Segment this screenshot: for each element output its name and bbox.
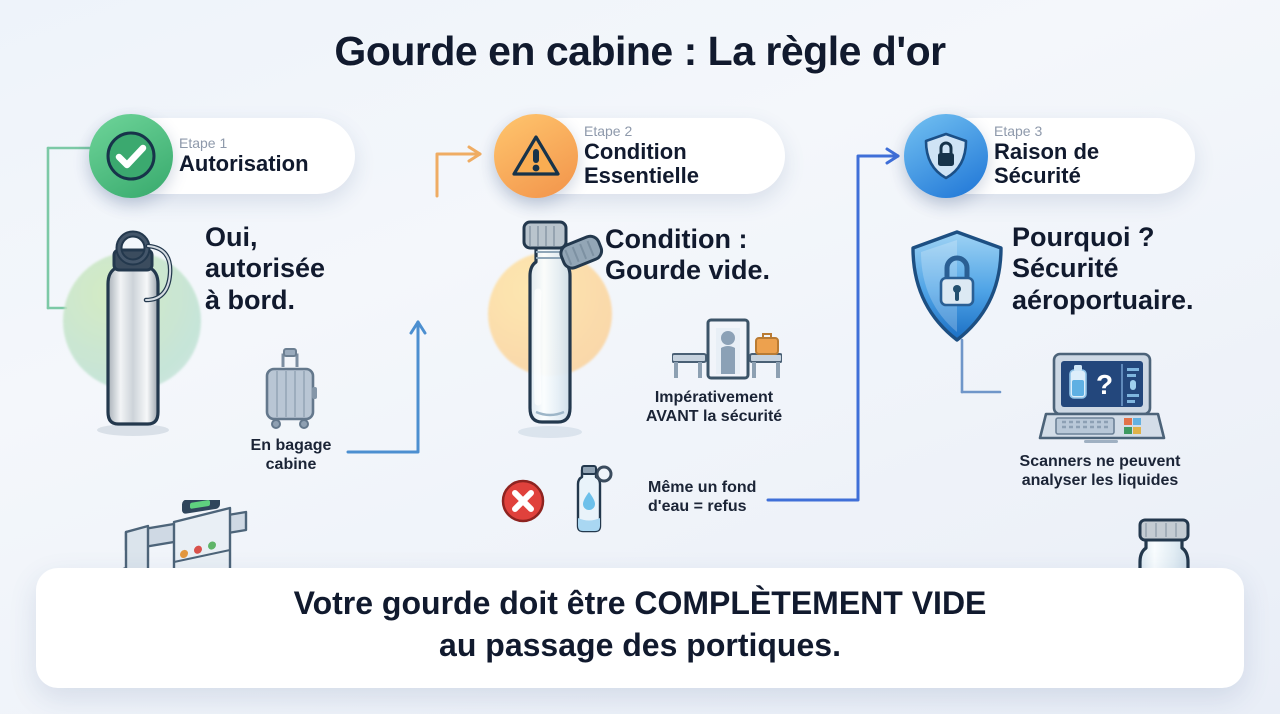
step-3-name-line2: Sécurité — [994, 163, 1081, 189]
step-2-name: Condition Essentielle — [584, 140, 699, 188]
step-1-headline: Oui, autorisée à bord. — [205, 222, 325, 316]
step-3-name-line1: Raison de — [994, 139, 1100, 165]
step-3-headline: Pourquoi ? Sécurité aéroportuaire. — [1012, 222, 1194, 316]
step-2-headline-line2: Gourde vide. — [605, 255, 771, 286]
step-2-caption2-line2: d'eau = refus — [648, 498, 747, 516]
step-1-caption-line1: En bagage — [250, 437, 332, 454]
step-3-caption-line2: analyser les liquides — [1021, 472, 1179, 490]
svg-text:?: ? — [1096, 369, 1113, 400]
check-circle-icon — [89, 114, 173, 198]
bottle-with-water-drop-icon — [576, 465, 613, 533]
step-card-2[interactable]: Etape 2 Condition Essentielle — [494, 114, 785, 198]
step-2-caption: Impérativement AVANT la sécurité — [604, 388, 824, 426]
step-3-caption-line1: Scanners ne peuvent — [1019, 453, 1181, 470]
page-title: Gourde en cabine : La règle d'or — [334, 28, 946, 74]
red-x-icon — [501, 479, 545, 523]
shield-lock-icon — [904, 114, 988, 198]
step-2-caption-line2: AVANT la sécurité — [645, 408, 783, 426]
step-card-2-text: Etape 2 Condition Essentielle — [584, 124, 699, 188]
step-2-caption-line1: Impérativement — [654, 389, 774, 406]
security-gate-icon — [672, 318, 782, 380]
step-2-caption-secondary: Même un fond d'eau = refus — [648, 478, 828, 516]
empty-glass-bottle-icon — [518, 220, 604, 438]
step-3-headline-line1: Pourquoi ? — [1012, 222, 1155, 252]
step-3-headline-line2: Sécurité — [1012, 253, 1119, 284]
bottom-banner — [36, 568, 1244, 688]
step-2-headline-line1: Condition : — [605, 224, 748, 254]
metal-water-bottle-icon — [97, 230, 173, 436]
banner-highlight: COMPLÈTEMENT VIDE — [632, 582, 989, 626]
bottom-banner-text: Votre gourde doit être COMPLÈTEMENT VIDE… — [36, 582, 1244, 666]
banner-line2: au passage des portiques. — [439, 627, 841, 664]
banner-line1-before: Votre gourde doit être — [293, 585, 635, 621]
step-1-headline-line1: Oui, — [205, 222, 258, 252]
step-1-headline-line3: à bord. — [205, 284, 296, 315]
step-3-name: Raison de Sécurité — [994, 140, 1099, 188]
step-card-3-text: Etape 3 Raison de Sécurité — [994, 124, 1099, 188]
step-3-caption: Scanners ne peuvent analyser les liquide… — [980, 452, 1220, 490]
step-1-caption-line2: cabine — [265, 456, 317, 474]
warning-triangle-icon — [494, 114, 578, 198]
scanner-screen-icon: ? — [1038, 352, 1166, 443]
step-1-name: Autorisation — [179, 152, 309, 176]
step-3-headline-line3: aéroportuaire. — [1012, 284, 1194, 315]
step-2-name-line2: Essentielle — [584, 163, 699, 189]
step-1-kicker: Etape 1 — [179, 135, 228, 152]
step-2-kicker: Etape 2 — [584, 123, 633, 140]
step-1-headline-line2: autorisée — [205, 253, 326, 284]
step-card-1-text: Etape 1 Autorisation — [179, 135, 309, 176]
step-card-1[interactable]: Etape 1 Autorisation — [89, 114, 355, 198]
step-2-headline: Condition : Gourde vide. — [605, 224, 770, 287]
suitcase-icon — [265, 348, 317, 429]
step-3-kicker: Etape 3 — [994, 123, 1043, 140]
step-card-3[interactable]: Etape 3 Raison de Sécurité — [904, 114, 1195, 198]
step-1-caption: En bagage cabine — [206, 436, 376, 474]
step-1-name-line1: Autorisation — [179, 151, 309, 177]
step-2-caption2-line1: Même un fond — [648, 479, 757, 496]
shield-lock-large-icon — [911, 230, 1003, 342]
step-2-name-line1: Condition — [584, 139, 687, 165]
